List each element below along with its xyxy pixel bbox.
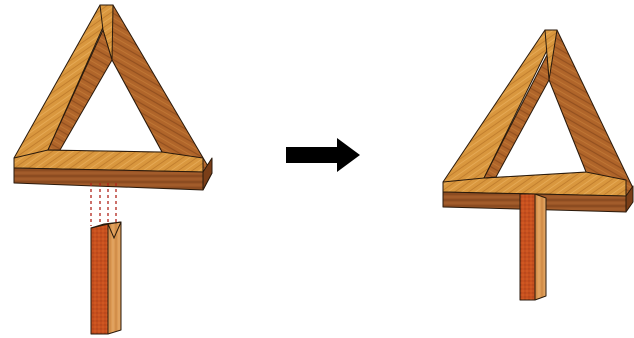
post-attached [520,194,546,300]
assembled-sign [443,30,633,300]
post-detached [91,222,121,334]
triangle-frame-after [443,30,633,212]
triangle-frame-before [14,5,212,190]
post-front-face [91,224,108,334]
exploded-assembly [14,5,212,334]
alignment-guides [91,183,116,226]
post-front-face [520,194,535,300]
post-side-face [108,222,121,334]
frame-bottom-front-face [14,168,203,190]
post-side-face [535,194,546,300]
arrow-right-icon [286,138,360,172]
